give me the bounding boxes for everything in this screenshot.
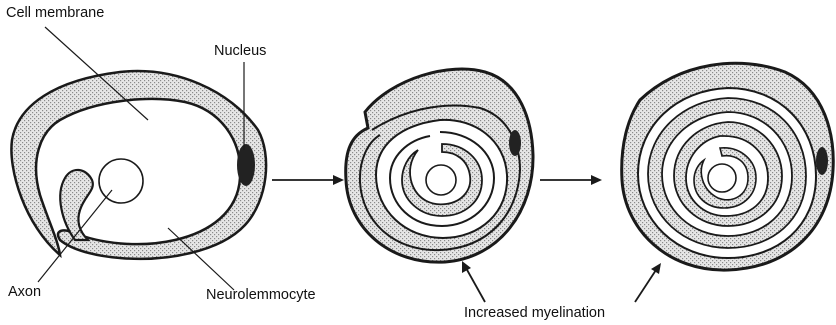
label-nucleus: Nucleus: [214, 44, 266, 59]
myelination-arrow-left: [462, 261, 485, 302]
stage-3-nucleus: [816, 147, 828, 175]
label-cell-membrane: Cell membrane: [6, 6, 104, 21]
label-increased-myelination: Increased myelination: [464, 306, 605, 321]
stage-2-cell: [346, 69, 533, 262]
axon-circle: [99, 159, 143, 203]
myelination-arrow-right: [635, 263, 661, 302]
label-axon: Axon: [8, 285, 41, 300]
neurolemmocyte-cytoplasm: [11, 71, 266, 259]
arrow-stage1-to-2: [272, 175, 344, 185]
stage-1-cell: [11, 71, 266, 259]
nucleus-shape: [237, 144, 255, 186]
stage-3-cell: [622, 63, 834, 270]
label-neurolemmocyte: Neurolemmocyte: [206, 288, 316, 303]
stage-2-axon: [426, 165, 456, 195]
stage-3-axon: [708, 164, 736, 192]
arrow-stage2-to-3: [540, 175, 602, 185]
stage-2-nucleus: [509, 130, 521, 156]
